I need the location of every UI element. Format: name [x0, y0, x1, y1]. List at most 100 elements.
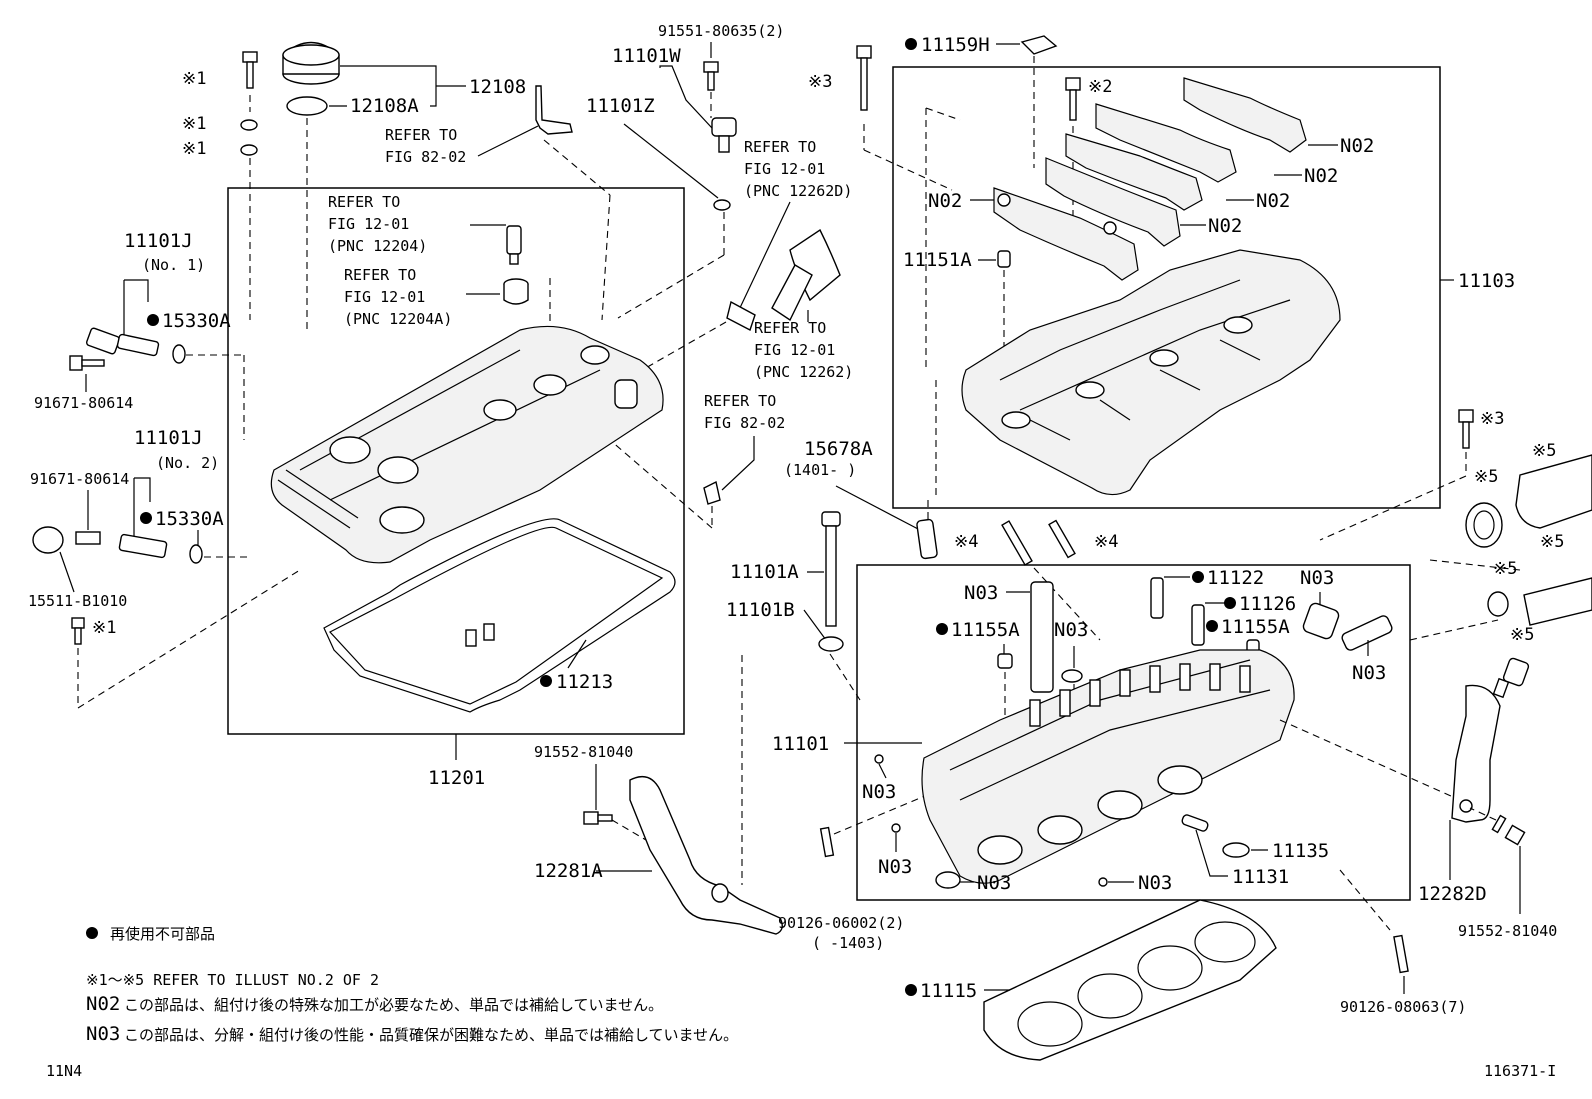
plug-icon [891, 823, 901, 833]
non-reusable-dot-icon [147, 314, 159, 326]
mark-3-label: ※3 [808, 72, 832, 92]
camshaft-housing-box [892, 66, 1441, 509]
non-reusable-dot-icon [86, 927, 98, 939]
dowel-pin-icon [997, 250, 1011, 268]
hose-clamp-icon [1487, 591, 1509, 617]
refer-fig-12-01-label: REFER TO [344, 266, 416, 284]
bolt-icon [242, 51, 258, 89]
refer-fig-12-01-label: REFER TO [754, 319, 826, 337]
refer-fig-12-01-label: REFER TO [328, 193, 400, 211]
part-91671-label: 91671-80614 [30, 470, 129, 488]
stud-bolt-icon [1001, 519, 1076, 566]
n02-label: N02 [1340, 135, 1374, 157]
part-12281A-label: 12281A [534, 860, 603, 882]
n03-label: N03 [1352, 662, 1386, 684]
pipe-icon [1191, 604, 1205, 646]
cylinder-head-cover-icon [270, 325, 664, 564]
legend-n02-text: この部品は、組付け後の特殊な加工が必要なため、単品では補給していません。 [124, 996, 663, 1014]
o-ring-icon [713, 199, 731, 211]
legend-n03-text: この部品は、分解・組付け後の性能・品質確保が困難なため、単品では補給していません… [124, 1026, 738, 1044]
non-reusable-dot-icon [1192, 571, 1204, 583]
mark-1-label: ※1 [182, 114, 206, 134]
refer-pnc-12204-label: (PNC 12204) [328, 237, 427, 255]
bracket-icon [535, 85, 573, 135]
mark-5-label: ※5 [1510, 625, 1534, 645]
part-11101J-label: 11101J [134, 427, 203, 449]
legend-dot-note: 再使用不可部品 [110, 925, 215, 943]
part-11101-label: 11101 [772, 733, 829, 755]
n03-label: N03 [977, 872, 1011, 894]
grommet-icon [503, 278, 529, 305]
refer-fig-82-02-label: FIG 82-02 [704, 414, 785, 432]
part-15678A-range-label: (1401- ) [784, 461, 856, 479]
mark-5-label: ※5 [1474, 467, 1498, 487]
camshaft-housing-icon [961, 249, 1341, 496]
non-reusable-dot-icon [936, 623, 948, 635]
engine-hanger-icon [1451, 684, 1501, 823]
part-90126-range-label: ( -1403) [812, 934, 884, 952]
number-2-label: (No. 2) [156, 454, 219, 472]
n03-label: N03 [878, 856, 912, 878]
cylinder-head-bolt-icon [821, 511, 841, 627]
part-11126-label: 11126 [1239, 593, 1296, 615]
oil-control-valve-icon [85, 327, 186, 364]
part-15330A-label: 15330A [155, 508, 224, 530]
non-reusable-dot-icon [1224, 597, 1236, 609]
temperature-sensor-icon [1492, 657, 1530, 699]
part-91552-label: 91552-81040 [1458, 922, 1557, 940]
part-91552-label: 91552-81040 [534, 743, 633, 761]
plug-icon [997, 653, 1013, 669]
n02-label: N02 [1256, 190, 1290, 212]
non-reusable-dot-icon [905, 984, 917, 996]
non-reusable-dot-icon [1206, 620, 1218, 632]
camshaft-bearing-cap-icon [993, 77, 1307, 281]
head-gasket-icon [983, 899, 1277, 1061]
water-hose-icon [1515, 454, 1592, 529]
mark-3-label: ※3 [1480, 409, 1504, 429]
non-reusable-dot-icon [540, 675, 552, 687]
mark-1-label: ※1 [182, 69, 206, 89]
pcv-valve-icon [506, 225, 522, 265]
part-11101Z-label: 11101Z [586, 95, 655, 117]
refer-fig-82-02-label: FIG 82-02 [385, 148, 466, 166]
refer-fig-12-01-label: REFER TO [744, 138, 816, 156]
n03-label: N03 [1300, 567, 1334, 589]
n02-label: N02 [1304, 165, 1338, 187]
refer-fig-82-02-label: REFER TO [385, 126, 457, 144]
bolt-icon [1458, 409, 1474, 449]
oil-control-valve-icon [32, 526, 203, 564]
refer-fig-12-01-label: FIG 12-01 [344, 288, 425, 306]
part-15678A-label: 15678A [804, 438, 873, 460]
mark-5-label: ※5 [1532, 441, 1556, 461]
legend-n03-code: N03 [86, 1023, 120, 1045]
part-11101W-label: 11101W [612, 45, 681, 67]
mark-5-label: ※5 [1540, 532, 1564, 552]
n03-label: N03 [1054, 619, 1088, 641]
number-1-label: (No. 1) [142, 256, 205, 274]
legend-ref-note: ※1～※5 REFER TO ILLUST NO.2 OF 2 [86, 971, 379, 989]
legend-n02-code: N02 [86, 993, 120, 1015]
plug-cap-icon [1061, 669, 1083, 683]
part-91551-label: 91551-80635(2) [658, 22, 784, 40]
plug-icon [874, 754, 884, 764]
non-reusable-dot-icon [905, 38, 917, 50]
part-11131-label: 11131 [1232, 866, 1289, 888]
plug-icon [1098, 877, 1108, 887]
n02-label: N02 [1208, 215, 1242, 237]
cover-gasket-icon [323, 518, 676, 713]
part-91671-label: 91671-80614 [34, 394, 133, 412]
part-11101A-label: 11101A [730, 561, 799, 583]
engine-hanger-icon [629, 776, 783, 935]
refer-fig-82-02-label: REFER TO [704, 392, 776, 410]
part-11159H-label: 11159H [921, 34, 990, 56]
part-11101J-label: 11101J [124, 230, 193, 252]
part-11101B-label: 11101B [726, 599, 795, 621]
pipe-icon [1150, 577, 1164, 619]
water-hose-icon [1523, 577, 1592, 626]
bolt-icon [856, 45, 872, 111]
washer-icon [240, 119, 258, 131]
cylinder-head-box [856, 564, 1411, 901]
part-15330A-label: 15330A [162, 310, 231, 332]
clip-icon [703, 480, 721, 505]
cylinder-head-icon [921, 649, 1295, 884]
